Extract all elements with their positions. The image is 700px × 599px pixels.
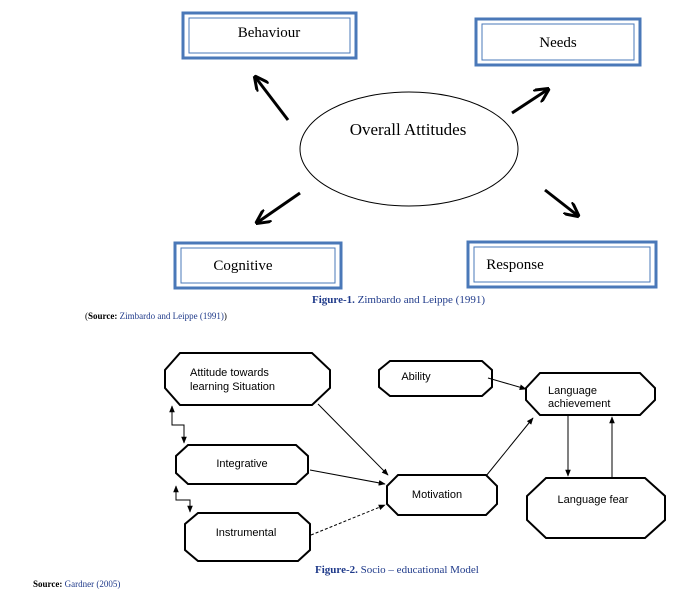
arrow-to-response: [544, 188, 577, 215]
attitude-node: Attitude towards learning Situation: [164, 352, 331, 406]
integrative-instrumental-link: [173, 485, 193, 513]
cognitive-box: Cognitive: [173, 241, 343, 290]
figure-2-caption-text: Socio – educational Model: [360, 564, 479, 576]
cognitive-label: Cognitive: [213, 258, 273, 274]
needs-label: Needs: [539, 35, 577, 51]
figure-1-caption-text: Zimbardo and Leippe (1991): [357, 294, 486, 306]
figure-1-caption: Figure-1. Zimbardo and Leippe (1991): [312, 294, 485, 306]
instrumental-label: Instrumental: [216, 527, 277, 539]
language-fear-label: Language fear: [558, 494, 629, 506]
arrow-to-needs: [511, 90, 547, 115]
integrative-to-motivation-arrow: [309, 469, 386, 486]
ability-label: Ability: [401, 371, 431, 383]
attitude-integrative-link: [169, 405, 187, 444]
figure-1-source-open: (: [85, 311, 88, 321]
figure-1-source-text: Zimbardo and Leippe (1991): [119, 311, 224, 321]
language-fear-node: Language fear: [526, 477, 666, 539]
figure-2-source: Source: Gardner (2005): [33, 579, 120, 589]
motivation-to-achievement-arrow: [485, 417, 534, 477]
ability-to-achievement-arrow: [487, 377, 527, 390]
attitude-label-line1: Attitude towards: [190, 367, 269, 379]
attitude-to-motivation-arrow: [317, 403, 389, 476]
behaviour-label: Behaviour: [238, 25, 300, 41]
integrative-label: Integrative: [216, 458, 267, 470]
arrow-to-cognitive: [258, 191, 301, 222]
ability-node: Ability: [378, 360, 493, 397]
figure-1-source-close: ): [223, 311, 227, 321]
figure-2-caption: Figure-2. Socio – educational Model: [315, 564, 479, 576]
figure-1-source-label: Source:: [88, 311, 118, 321]
instrumental-node: Instrumental: [184, 512, 311, 562]
figure-2-source-text: Gardner (2005): [64, 579, 121, 589]
needs-box: Needs: [474, 17, 642, 67]
behaviour-box: Behaviour: [181, 11, 358, 60]
overall-attitudes-label: Overall Attitudes: [350, 120, 467, 139]
response-box: Response: [466, 240, 658, 289]
language-achievement-node: Language achievement: [525, 372, 656, 416]
figure-2-caption-label: Figure-2.: [315, 564, 358, 576]
integrative-node: Integrative: [175, 444, 309, 485]
overall-attitudes-oval: Overall Attitudes: [299, 91, 519, 207]
figure-1-source: (Source: Zimbardo and Leippe (1991)): [85, 311, 227, 321]
language-achievement-label-line1: Language: [548, 385, 597, 397]
motivation-label: Motivation: [412, 489, 462, 501]
arrow-to-behaviour: [256, 78, 290, 121]
attitude-label-line2: learning Situation: [190, 381, 275, 393]
motivation-node: Motivation: [386, 474, 498, 516]
language-achievement-label-line2: achievement: [548, 398, 610, 410]
figure-1: Behaviour Needs Cognitive Response Overa…: [173, 11, 658, 290]
figure-2-source-label: Source:: [33, 579, 63, 589]
figure-1-caption-label: Figure-1.: [312, 294, 355, 306]
figure-2: Attitude towards learning Situation Inte…: [164, 352, 666, 562]
instrumental-to-motivation-arrow: [310, 504, 386, 536]
response-label: Response: [486, 257, 544, 273]
